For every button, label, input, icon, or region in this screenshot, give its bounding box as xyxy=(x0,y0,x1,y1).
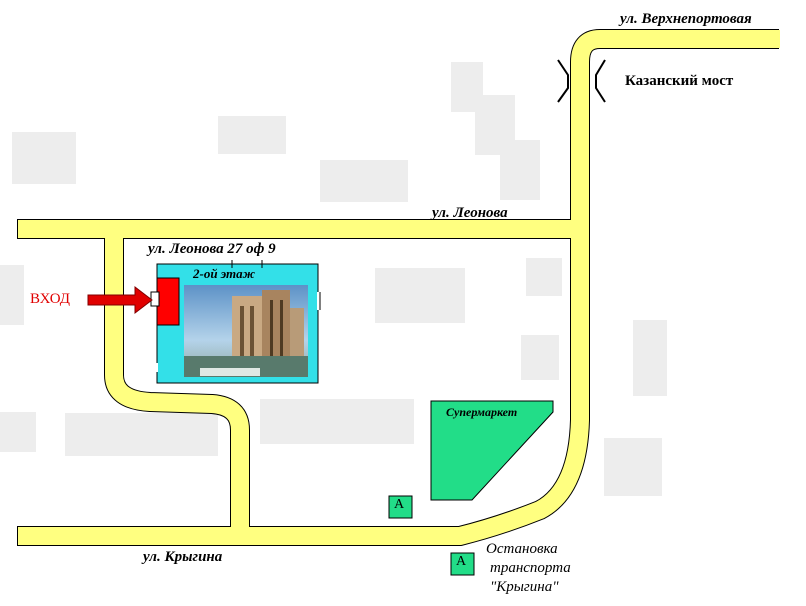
bus-stop-letter-south: А xyxy=(456,554,467,569)
tower-icon xyxy=(184,290,308,377)
bus-stop-label: Остановка транспорта "Крыгина" xyxy=(486,540,571,597)
city-blocks xyxy=(0,62,667,496)
bus-stop-sign-south xyxy=(450,552,475,576)
bridge-label: Казанский мост xyxy=(625,73,734,89)
street-label-krygina: ул. Крыгина xyxy=(143,549,223,565)
bus-stop-letter-north: А xyxy=(394,497,405,512)
floor-label: 2-ой этаж xyxy=(193,266,256,281)
bus-stop-line2: транспорта xyxy=(490,560,571,576)
supermarket-building xyxy=(430,400,554,501)
entrance-door xyxy=(156,277,180,326)
entrance-arrow xyxy=(87,285,153,315)
street-label-verkhneportovaya: ул. Верхнепортовая xyxy=(620,11,752,27)
street-label-leonova: ул. Леонова xyxy=(432,205,508,221)
bus-stop-sign-north xyxy=(388,495,413,519)
bus-stop-line1: Остановка xyxy=(486,541,558,557)
entrance-label: ВХОД xyxy=(30,291,71,307)
bus-stop-line3: "Крыгина" xyxy=(490,579,559,595)
roads xyxy=(18,30,780,545)
supermarket-label: Супермаркет xyxy=(446,405,518,419)
office-building xyxy=(150,260,321,384)
address-label: ул. Леонова 27 оф 9 xyxy=(148,241,276,257)
bridge-icon xyxy=(557,59,606,103)
